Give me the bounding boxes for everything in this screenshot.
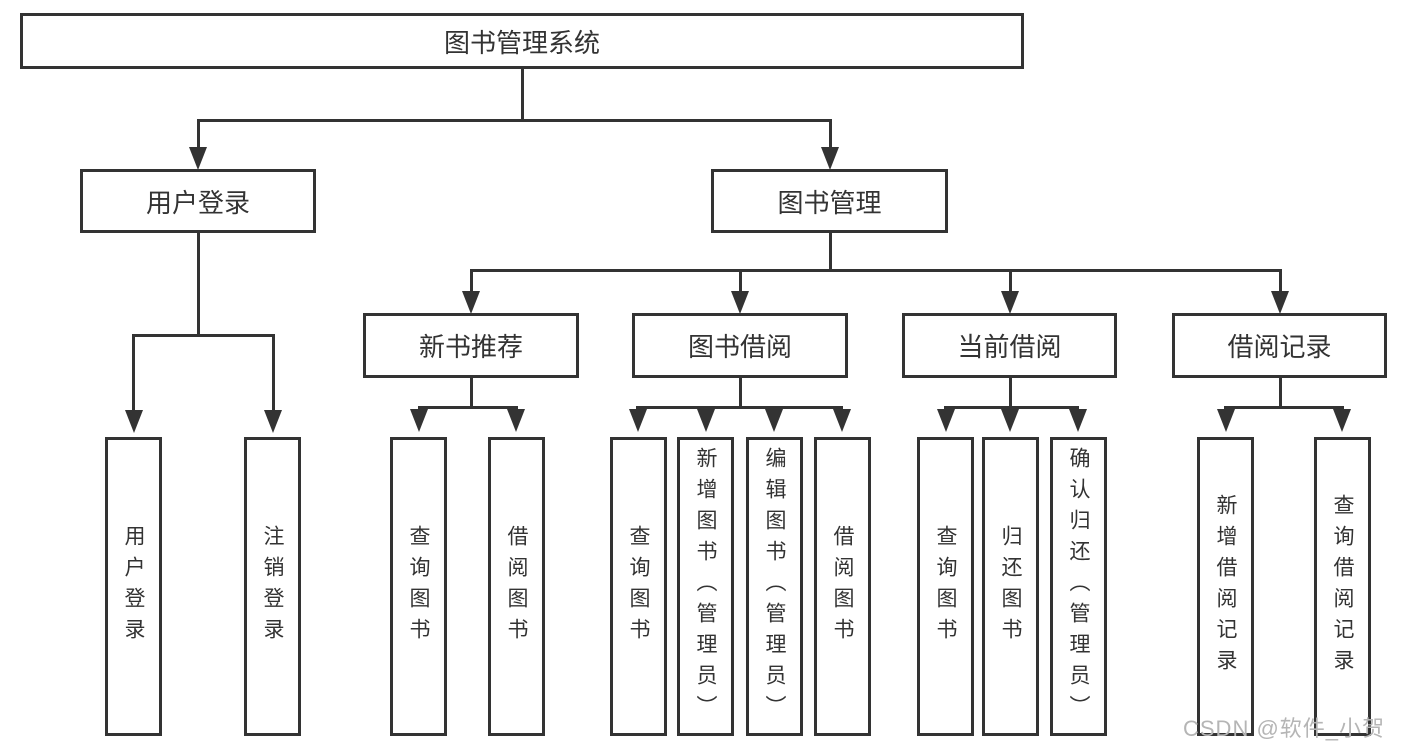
node-borrow-records: 借阅记录 [1172,313,1387,378]
connector-to-current-borrow [1009,269,1012,293]
leaf-borrow-books-newbooks-label: 借阅图书 [505,524,528,649]
leaf-borrow-books-borrow: 借阅图书 [814,437,871,736]
connector-to-book-borrow [739,269,742,293]
leaf-add-books-admin-label: 新增图书（管理员） [694,447,717,726]
connector-book-borrow-stem [739,378,742,409]
connector-book-borrow-split [636,406,843,409]
connector-to-leaf-logout [272,334,275,412]
leaf-borrow-books-borrow-label: 借阅图书 [831,524,854,649]
connector-book-mgmt-split [470,269,1282,272]
leaf-query-books-newbooks-label: 查询图书 [407,524,430,649]
leaf-logout-label: 注销登录 [261,524,284,649]
arrow-down-icon [1069,409,1087,432]
arrow-down-icon [125,410,143,433]
connector-user-login-split [133,334,275,337]
node-book-borrow: 图书借阅 [632,313,848,378]
node-book-management-label: 图书管理 [777,187,882,218]
leaf-add-borrow-record-label: 新增借阅记录 [1214,493,1237,680]
arrow-down-icon [833,409,851,432]
leaf-query-books-current-label: 查询图书 [934,524,957,649]
connector-root-stem [521,68,524,122]
arrow-down-icon [1333,409,1351,432]
node-new-book-recommend: 新书推荐 [363,313,579,378]
arrow-down-icon [1217,409,1235,432]
leaf-add-books-admin: 新增图书（管理员） [677,437,734,736]
node-book-management: 图书管理 [711,169,948,233]
leaf-query-books-borrow: 查询图书 [610,437,667,736]
arrow-down-icon [821,147,839,170]
arrow-down-icon [1001,409,1019,432]
arrow-down-icon [731,291,749,314]
connector-user-login-stem [197,233,200,337]
leaf-user-login-label: 用户登录 [122,524,145,649]
leaf-user-login: 用户登录 [105,437,162,736]
node-user-login-label: 用户登录 [145,187,250,218]
leaf-add-borrow-record: 新增借阅记录 [1197,437,1254,736]
connector-to-book-mgmt [829,119,832,149]
leaf-query-books-current: 查询图书 [917,437,974,736]
connector-current-borrow-stem [1009,378,1012,409]
leaf-logout: 注销登录 [244,437,301,736]
leaf-confirm-return-admin-label: 确认归还（管理员） [1067,447,1090,726]
node-new-book-recommend-label: 新书推荐 [418,332,523,362]
connector-to-borrow-records [1279,269,1282,293]
node-library-system: 图书管理系统 [20,13,1024,69]
connector-borrow-records-split [1224,406,1344,409]
node-library-system-label: 图书管理系统 [443,27,600,58]
connector-book-mgmt-stem [829,233,832,272]
arrow-down-icon [937,409,955,432]
node-book-borrow-label: 图书借阅 [687,332,792,362]
node-current-borrow-label: 当前借阅 [957,332,1062,362]
leaf-edit-books-admin-label: 编辑图书（管理员） [763,447,786,726]
leaf-query-borrow-record-label: 查询借阅记录 [1331,493,1354,680]
arrow-down-icon [410,409,428,432]
connector-new-books-stem [470,378,473,409]
arrow-down-icon [697,409,715,432]
leaf-query-books-borrow-label: 查询图书 [627,524,650,649]
arrow-down-icon [264,410,282,433]
arrow-down-icon [507,409,525,432]
leaf-confirm-return-admin: 确认归还（管理员） [1050,437,1107,736]
arrow-down-icon [189,147,207,170]
leaf-query-books-newbooks: 查询图书 [390,437,447,736]
connector-borrow-records-stem [1279,378,1282,409]
leaf-edit-books-admin: 编辑图书（管理员） [746,437,803,736]
node-borrow-records-label: 借阅记录 [1227,332,1332,362]
arrow-down-icon [629,409,647,432]
csdn-watermark: CSDN @软件_小贺同学 [1183,716,1386,741]
connector-new-books-split [418,406,518,409]
node-user-login: 用户登录 [80,169,316,233]
connector-to-user-login [197,119,200,149]
arrow-down-icon [765,409,783,432]
leaf-borrow-books-newbooks: 借阅图书 [488,437,545,736]
connector-current-borrow-split [944,406,1079,409]
arrow-down-icon [1271,291,1289,314]
arrow-down-icon [462,291,480,314]
connector-to-leaf-login [132,334,135,412]
arrow-down-icon [1001,291,1019,314]
leaf-query-borrow-record: 查询借阅记录 [1314,437,1371,736]
leaf-return-books: 归还图书 [982,437,1039,736]
node-current-borrow: 当前借阅 [902,313,1117,378]
leaf-return-books-label: 归还图书 [999,524,1022,649]
connector-to-new-books [470,269,473,293]
connector-root-split [197,119,832,122]
